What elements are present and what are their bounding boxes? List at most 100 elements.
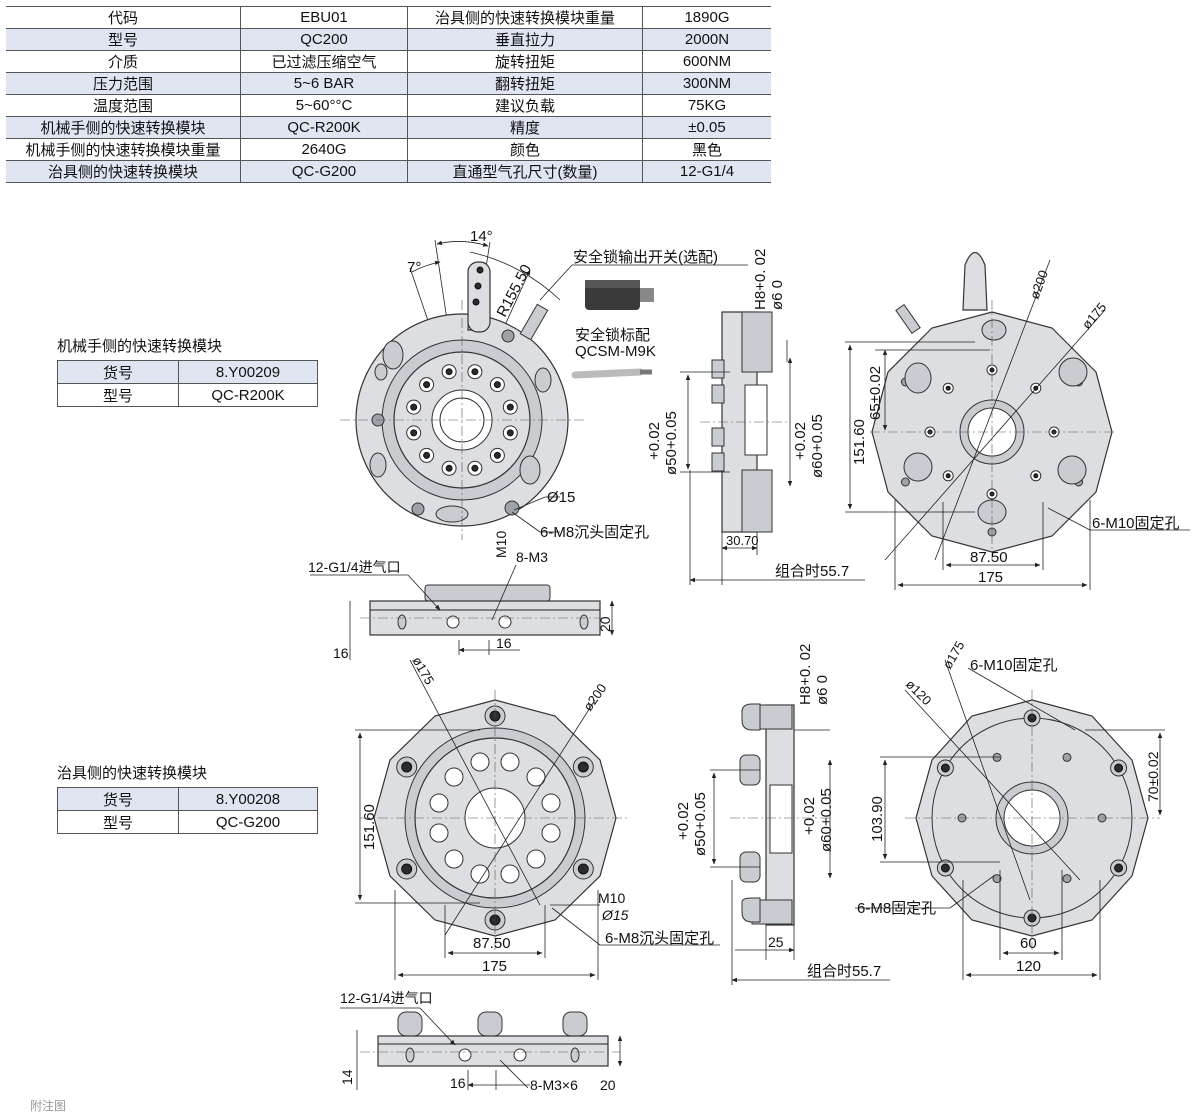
- m10-label: M10: [493, 531, 509, 558]
- spec-value: 2640G: [240, 138, 408, 161]
- robot-front-view: 14° 7° R155.50 Ø15 6-M8沉头固定孔 M10: [340, 228, 649, 558]
- robot-section-view: H8+0. 02 ø6 0 +0.02 ø50+0.05 +0.02 ø60+0…: [646, 249, 865, 585]
- robot-model-value: QC-R200K: [178, 383, 318, 407]
- air-port-hole-core: [445, 464, 453, 472]
- robot-module-title: 机械手侧的快速转换模块: [57, 338, 223, 355]
- radius-label: R155.50: [494, 262, 536, 320]
- spec-value: 300NM: [642, 72, 771, 95]
- tb-w120-label: 120: [1016, 958, 1041, 975]
- tb-h70-label: 70±0.02: [1145, 751, 1161, 802]
- angle-7-label: 7°: [407, 259, 421, 276]
- tf-w175-label: 175: [482, 958, 507, 975]
- spec-key: 颜色: [407, 138, 643, 161]
- spec-key: 建议负载: [407, 94, 643, 117]
- tf-counterbore-label: 6-M8沉头固定孔: [605, 930, 714, 947]
- tool-back-view: ø120 ø175 6-M10固定孔 70±0.02 103.90 6-M8固定…: [855, 638, 1165, 980]
- rb-w175-label: 175: [978, 569, 1003, 586]
- counterbore-label: 6-M8沉头固定孔: [540, 524, 649, 541]
- spec-value: 75KG: [642, 94, 771, 117]
- combined-length-label: 组合时55.7: [775, 563, 849, 580]
- tb-fix-m8-label: 6-M8固定孔: [857, 900, 936, 917]
- pin-hole: [1062, 752, 1072, 762]
- spec-value: 2000N: [642, 28, 771, 51]
- tsv-dim20-label: 20: [600, 1077, 616, 1093]
- tf-m10-label: M10: [598, 890, 625, 906]
- locking-pin: [477, 1011, 503, 1037]
- rb-d175-label: ø175: [1079, 300, 1110, 332]
- ts-d50a-label: +0.02: [675, 802, 692, 840]
- spec-key: 代码: [6, 6, 241, 29]
- mount-hole: [900, 477, 910, 487]
- counterbore-hole-core: [577, 863, 589, 875]
- spec-key: 机械手侧的快速转换模块重量: [6, 138, 241, 161]
- counterbore-hole-core: [401, 863, 413, 875]
- air-port-hole-core: [423, 451, 431, 459]
- spec-value: EBU01: [240, 6, 408, 29]
- rs-air-inlet-label: 12-G1/4进气口: [308, 559, 401, 575]
- air-port-hole: [444, 767, 464, 787]
- rb-h15160-label: 151.60: [851, 419, 868, 465]
- air-port-hole: [500, 752, 520, 772]
- air-port-hole-core: [471, 464, 479, 472]
- spec-key: 型号: [6, 28, 241, 51]
- spec-key: 垂直拉力: [407, 28, 643, 51]
- rs-m3-label: 8-M3: [516, 549, 548, 565]
- air-port-hole: [526, 767, 546, 787]
- spec-value: 5~6 BAR: [240, 72, 408, 95]
- air-port-hole: [429, 793, 449, 813]
- tf-d175-label: ø175: [409, 654, 437, 687]
- spec-value: 已过滤压缩空气: [240, 50, 408, 73]
- air-port-hole: [470, 864, 490, 884]
- spec-key: 精度: [407, 116, 643, 139]
- robot-sku-label: 货号: [57, 360, 179, 384]
- tool-side-view: 12-G1/4进气口 14 16 8-M3×6 20: [339, 990, 623, 1093]
- tb-fix-m10-label: 6-M10固定孔: [970, 657, 1058, 674]
- tsv-dim16-label: 16: [450, 1075, 466, 1091]
- d50a-label: +0.02: [646, 422, 663, 460]
- ts-h8b-label: ø6 0: [814, 675, 831, 705]
- ts-combined-label: 组合时55.7: [807, 963, 881, 980]
- rb-w8750-label: 87.50: [970, 549, 1008, 566]
- mount-hole-core: [940, 763, 950, 773]
- ts-d60a-label: +0.02: [801, 797, 818, 835]
- spec-key: 治具侧的快速转换模块重量: [407, 6, 643, 29]
- tf-h15160-label: 151.60: [361, 804, 378, 850]
- tf-w8750-label: 87.50: [473, 935, 511, 952]
- rb-d200-label: ø200: [1027, 268, 1051, 301]
- rs-dim20-label: 20: [597, 616, 613, 632]
- tb-w60-label: 60: [1020, 935, 1037, 952]
- pin-hole: [992, 874, 1002, 884]
- air-port-hole: [429, 823, 449, 843]
- tb-d175-label: ø175: [940, 638, 968, 671]
- tf-d200-label: ø200: [580, 681, 609, 714]
- air-port-hole-core: [423, 381, 431, 389]
- counterbore-hole-core: [401, 761, 413, 773]
- spec-value: 黑色: [642, 138, 771, 161]
- tsv-m3x6-label: 8-M3×6: [530, 1077, 578, 1093]
- air-port-hole-core: [493, 451, 501, 459]
- tsv-dim14-label: 14: [339, 1069, 355, 1085]
- spec-value: QC200: [240, 28, 408, 51]
- mount-hole-core: [1114, 863, 1124, 873]
- sensor-label-2: QCSM-M9K: [575, 343, 656, 360]
- rs-dim16-label: 16: [333, 645, 349, 661]
- air-port-hole: [470, 752, 490, 772]
- footer-text: 附注图: [30, 1098, 66, 1113]
- rs-dim16b-label: 16: [496, 635, 512, 651]
- back-hole-core: [1033, 473, 1039, 479]
- d60a-label: +0.02: [792, 422, 809, 460]
- air-port-hole: [541, 793, 561, 813]
- ts-d50b-label: ø50+0.05: [692, 792, 709, 856]
- spec-key: 介质: [6, 50, 241, 73]
- tool-section-view: H8+0. 02 ø6 0 +0.02 ø50+0.05 +0.02 ø60+0…: [675, 644, 890, 985]
- ts-d60b-label: ø60+0.05: [818, 788, 835, 852]
- spec-key: 压力范围: [6, 72, 241, 95]
